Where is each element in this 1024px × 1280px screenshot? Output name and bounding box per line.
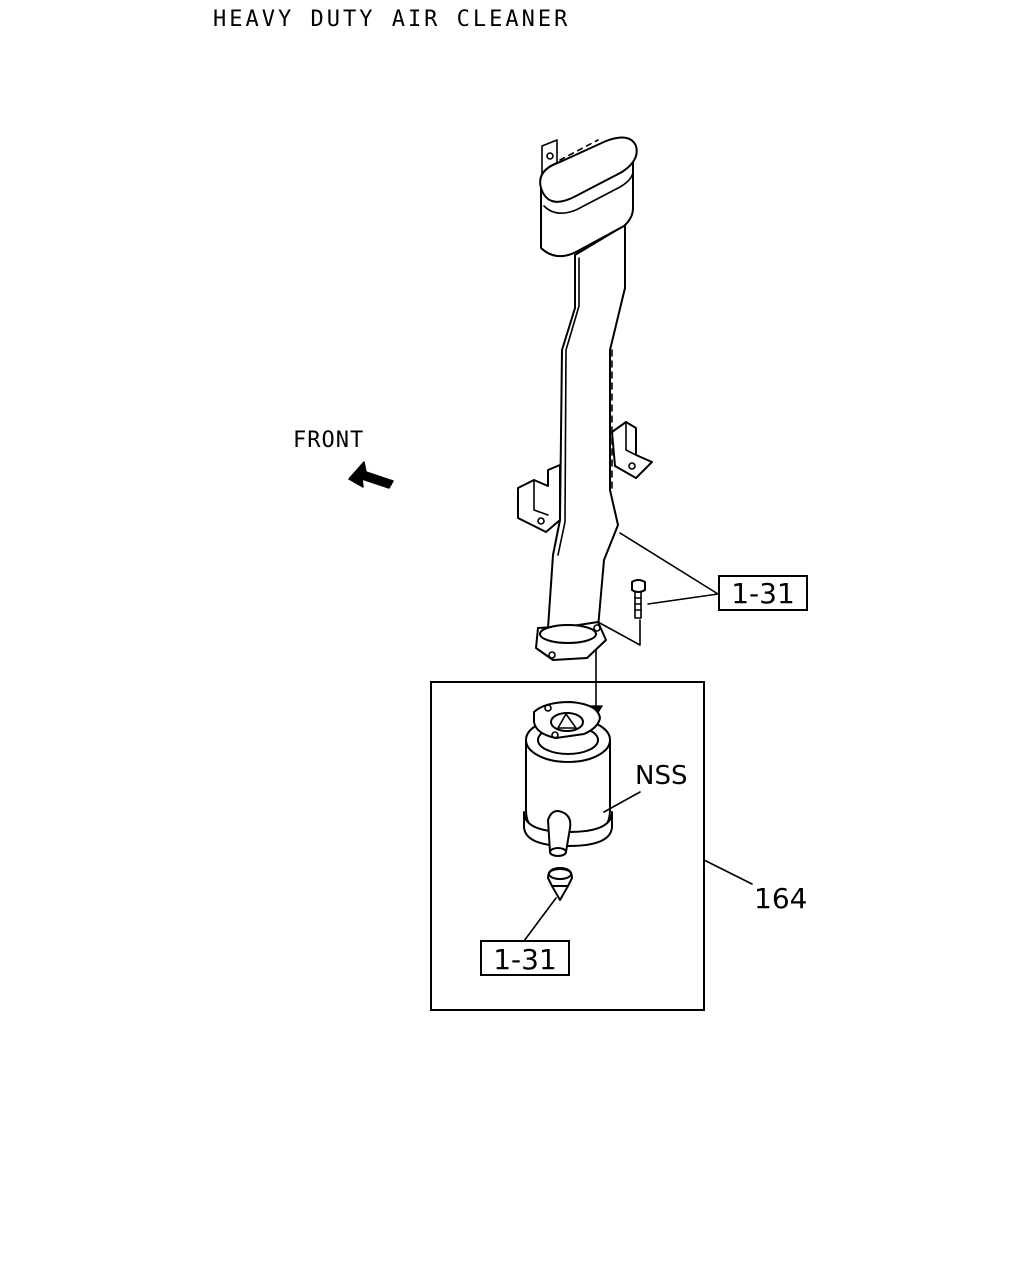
nss-label: NSS — [635, 761, 687, 791]
leader-line — [523, 897, 557, 942]
leader-line — [647, 593, 719, 605]
drain-valve — [547, 867, 573, 901]
intake-duct — [517, 136, 719, 661]
ref-box-lower[interactable]: 1-31 — [480, 940, 570, 976]
assembly-box-164 — [430, 681, 705, 1011]
leader-line — [703, 859, 753, 885]
front-arrow-icon — [348, 461, 394, 489]
part-number-164: 164 — [754, 882, 807, 915]
leader-line — [603, 791, 641, 813]
ref-label-lower: 1-31 — [493, 943, 557, 976]
diagram-title: HEAVY DUTY AIR CLEANER — [213, 7, 570, 32]
ref-label-upper: 1-31 — [731, 577, 795, 610]
ref-box-upper[interactable]: 1-31 — [718, 575, 808, 611]
front-label: FRONT — [293, 428, 364, 453]
bolt — [631, 579, 646, 619]
air-cleaner — [523, 701, 613, 857]
